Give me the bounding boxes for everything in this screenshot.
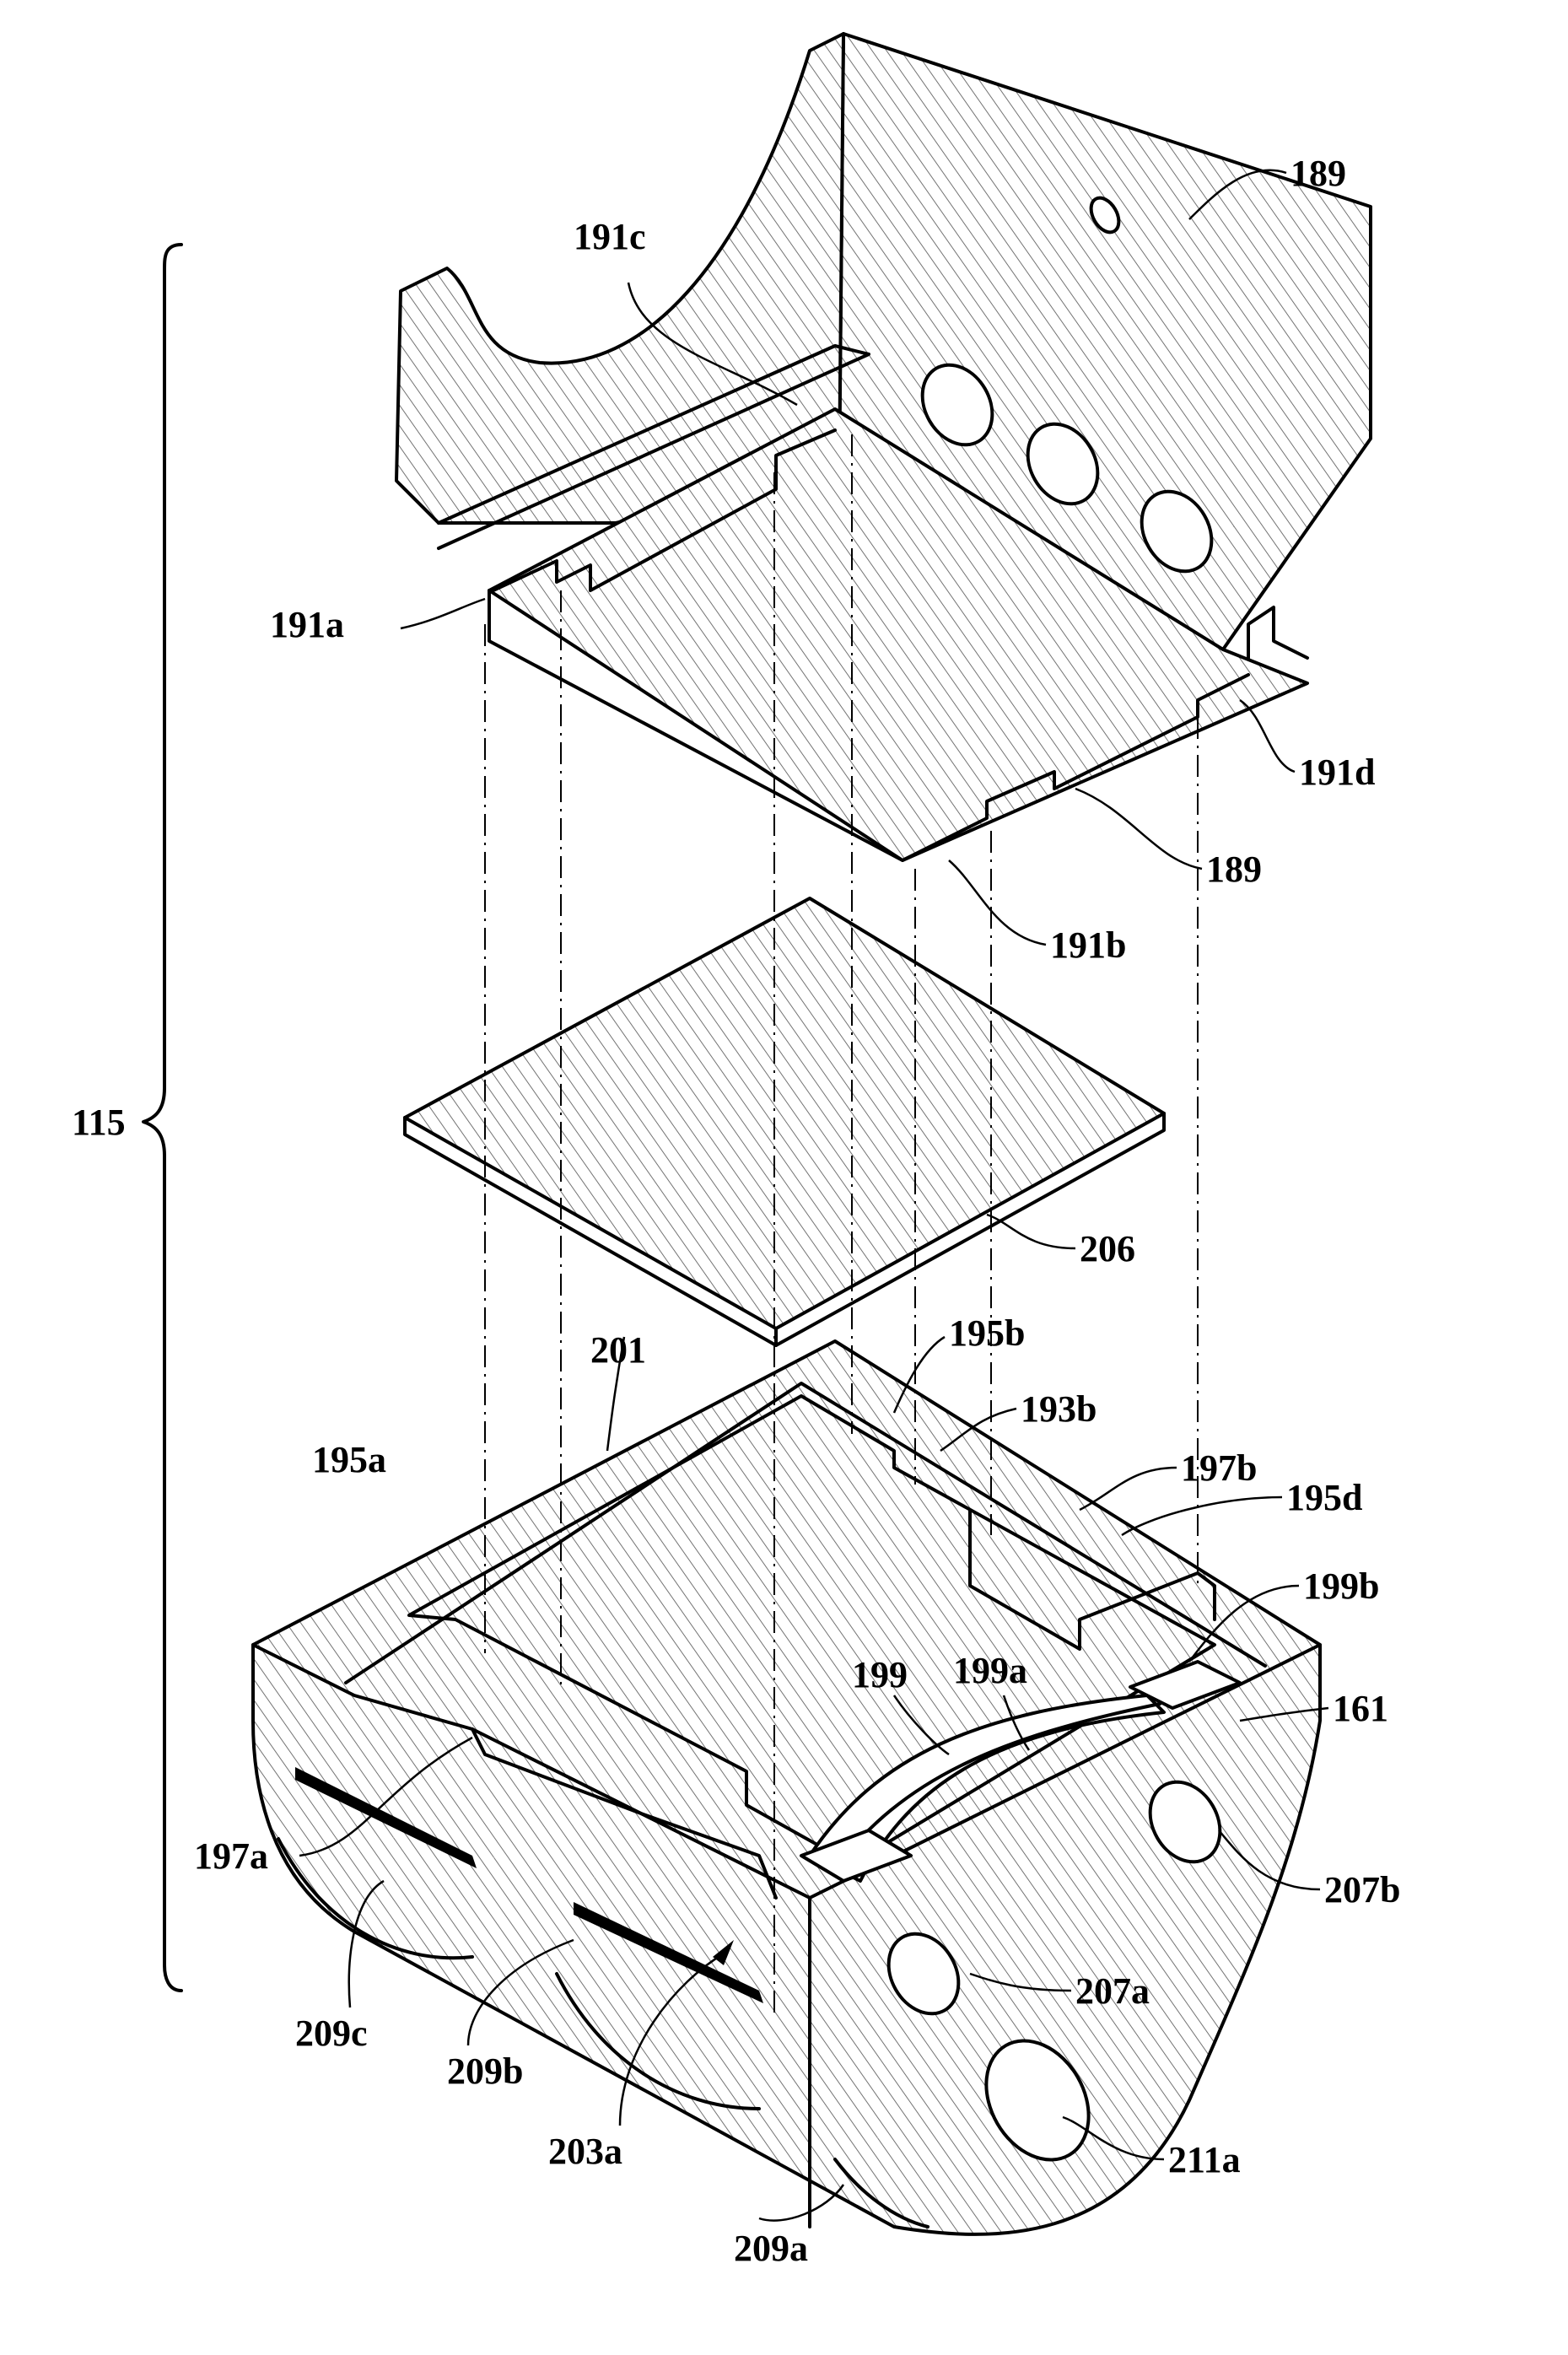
label-191b: 191b bbox=[1050, 924, 1126, 966]
label-191c: 191c bbox=[574, 216, 646, 257]
upper-housing-189 bbox=[396, 34, 1371, 860]
label-189-top: 189 bbox=[1291, 153, 1346, 194]
lower-housing-161 bbox=[253, 1341, 1320, 2234]
label-211a: 211a bbox=[1168, 2139, 1241, 2180]
label-201: 201 bbox=[590, 1329, 646, 1371]
label-199: 199 bbox=[852, 1654, 908, 1695]
label-206: 206 bbox=[1080, 1228, 1135, 1269]
label-193b: 193b bbox=[1021, 1388, 1097, 1430]
label-191a: 191a bbox=[270, 604, 344, 645]
label-195b: 195b bbox=[949, 1312, 1025, 1354]
label-189-bottom: 189 bbox=[1206, 849, 1262, 890]
label-191d: 191d bbox=[1299, 752, 1375, 793]
label-115: 115 bbox=[72, 1102, 126, 1143]
label-199b: 199b bbox=[1303, 1566, 1379, 1607]
label-197b: 197b bbox=[1181, 1447, 1257, 1489]
label-209c: 209c bbox=[295, 2013, 368, 2054]
label-161: 161 bbox=[1333, 1688, 1388, 1729]
label-207a: 207a bbox=[1075, 1970, 1150, 2012]
label-195a: 195a bbox=[312, 1439, 386, 1480]
label-195d: 195d bbox=[1286, 1477, 1362, 1518]
label-203a: 203a bbox=[548, 2131, 622, 2172]
label-209a: 209a bbox=[734, 2228, 808, 2269]
label-199a: 199a bbox=[953, 1650, 1027, 1691]
label-209b: 209b bbox=[447, 2051, 523, 2092]
label-207b: 207b bbox=[1324, 1869, 1400, 1910]
label-197a: 197a bbox=[194, 1835, 268, 1877]
bracket-115 bbox=[143, 245, 181, 1991]
